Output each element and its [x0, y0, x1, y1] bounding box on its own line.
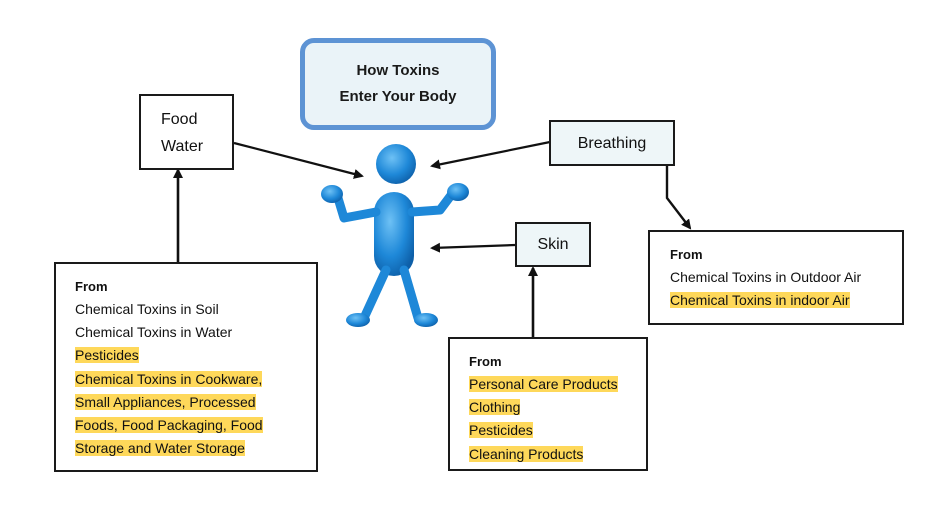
skin-source-text-highlighted: Pesticides	[469, 422, 533, 439]
skin-box: Skin	[515, 222, 591, 267]
breathing-label: Breathing	[577, 134, 647, 152]
food-source-text-highlighted: Foods, Food Packaging, Food	[75, 417, 263, 434]
skin-sources-heading: From	[469, 354, 502, 369]
food-source-text-highlighted: Pesticides	[75, 347, 139, 364]
skin-sources-box: From Personal Care Products Clothing Pes…	[448, 337, 648, 471]
food-source-item: Pesticides	[75, 344, 316, 367]
food-label: Food	[161, 111, 198, 128]
arrow-breathing-to-body	[430, 140, 551, 170]
arrow-food-to-body	[233, 141, 364, 179]
skin-source-text-highlighted: Cleaning Products	[469, 445, 584, 462]
skin-source-text-highlighted: Personal Care Products	[469, 376, 618, 392]
food-source-item: Storage and Water Storage	[75, 437, 316, 460]
skin-source-item: Clothing	[469, 396, 646, 419]
stick-person-figure	[321, 144, 469, 327]
food-source-text-highlighted: Storage and Water Storage	[75, 440, 245, 457]
air-sources-box: From Chemical Toxins in Outdoor Air Chem…	[648, 230, 904, 325]
food-source-item: Chemical Toxins in Cookware,	[75, 368, 316, 391]
skin-source-item: Cleaning Products	[469, 443, 646, 466]
food-source-item: Foods, Food Packaging, Food	[75, 414, 316, 437]
title-line-1: How Toxins	[356, 62, 440, 79]
food-source-item: Chemical Toxins in Soil	[75, 298, 316, 321]
food-source-text-highlighted: Chemical Toxins in Cookware,	[75, 370, 263, 387]
air-source-item: Chemical Toxins in Outdoor Air	[670, 266, 902, 289]
air-sources-heading: From	[670, 247, 703, 262]
food-sources-heading: From	[75, 279, 108, 294]
food-source-text: Chemical Toxins in Soil	[75, 301, 219, 317]
water-label: Water	[161, 138, 204, 155]
food-source-text-highlighted: Small Appliances, Processed	[75, 393, 256, 410]
air-source-text: Chemical Toxins in Outdoor Air	[670, 269, 862, 285]
food-sources-box: From Chemical Toxins in Soil Chemical To…	[54, 262, 318, 472]
arrow-skin-to-body	[430, 242, 516, 253]
diagram-title-box: How Toxins Enter Your Body	[300, 38, 496, 130]
breathing-box: Breathing	[549, 120, 675, 166]
skin-source-item: Pesticides	[469, 419, 646, 442]
title-line-2: Enter Your Body	[339, 88, 457, 105]
skin-label: Skin	[537, 236, 569, 253]
food-source-item: Small Appliances, Processed	[75, 391, 316, 414]
air-source-item: Chemical Toxins in indoor Air	[670, 289, 902, 312]
air-source-text-highlighted: Chemical Toxins in indoor Air	[670, 292, 850, 309]
skin-source-text-highlighted: Clothing	[469, 399, 521, 416]
food-water-box: Food Water	[139, 94, 234, 170]
skin-source-item: Personal Care Products	[469, 373, 646, 396]
food-source-item: Chemical Toxins in Water	[75, 321, 316, 344]
food-source-text: Chemical Toxins in Water	[75, 324, 233, 341]
arrow-breathing-to-air-sources	[665, 166, 692, 230]
